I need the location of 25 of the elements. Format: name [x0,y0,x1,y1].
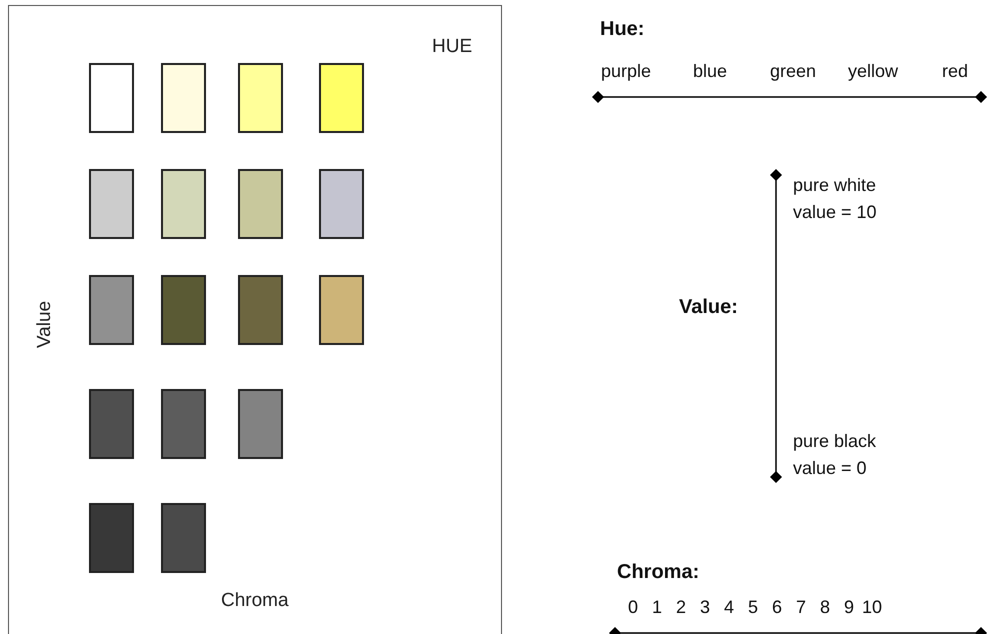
scale-label: 5 [748,596,758,619]
scale-label: 8 [820,596,830,619]
scale-label: 1 [652,596,662,619]
chart-panel [8,5,502,634]
axis-title: Chroma [221,591,289,610]
scale-label: purple [601,60,652,83]
scale-label: red [942,60,968,83]
scale-label: 3 [700,596,710,619]
scale-label: green [770,60,816,83]
axis-title: HUE [432,37,472,56]
scale-title: Chroma: [617,560,700,585]
scale-label: 4 [724,596,734,619]
scale-label: 6 [772,596,782,619]
scale-label: 2 [676,596,686,619]
scale-label: 0 [628,596,638,619]
scale-label: 10 [862,596,882,619]
scale-title: Hue: [600,17,644,42]
scale-label: 9 [844,596,854,619]
scale-label: pure black value = 0 [793,430,878,480]
scale-label: yellow [848,60,898,83]
scale-label: 7 [796,596,806,619]
axis-title: Value [35,300,54,348]
scale-title: Value: [679,295,738,320]
scale-label: pure white value = 10 [793,174,878,224]
scale-label: blue [693,60,728,83]
